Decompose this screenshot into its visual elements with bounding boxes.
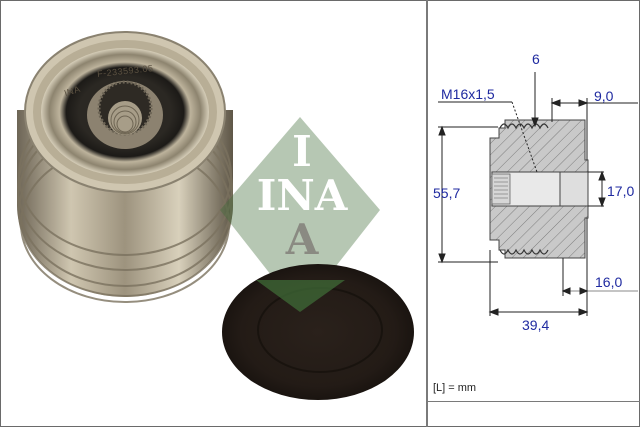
logo-letters-middle: INA	[256, 171, 348, 220]
dim-outer-diameter: 55,7	[433, 185, 461, 201]
dim-hub-length: 16,0	[595, 274, 623, 290]
dim-rib-count: 6	[532, 51, 540, 67]
logo-letter-bottom: A	[285, 215, 319, 264]
ina-logo: I INA A	[232, 118, 372, 298]
dim-hub-offset: 9,0	[594, 88, 614, 104]
footer-divider	[427, 401, 640, 402]
cross-section-drawing	[438, 72, 638, 316]
dim-total-length: 39,4	[522, 317, 550, 333]
dim-bore-diameter: 17,0	[607, 183, 635, 199]
unit-note: [L] = mm	[433, 382, 477, 394]
product-photo: INA F-233593.05 I INA A	[17, 31, 414, 400]
ina-logo-diamond	[220, 117, 380, 312]
protective-cap	[222, 264, 414, 400]
pulley-illustration	[17, 31, 414, 400]
technical-drawing: 6 M16x1,5 9,0 55,7 17,0 16,0 39,4	[428, 0, 640, 427]
panel-divider	[426, 0, 428, 427]
dim-thread: M16x1,5	[441, 86, 495, 102]
logo-letter-top: I	[292, 127, 312, 176]
